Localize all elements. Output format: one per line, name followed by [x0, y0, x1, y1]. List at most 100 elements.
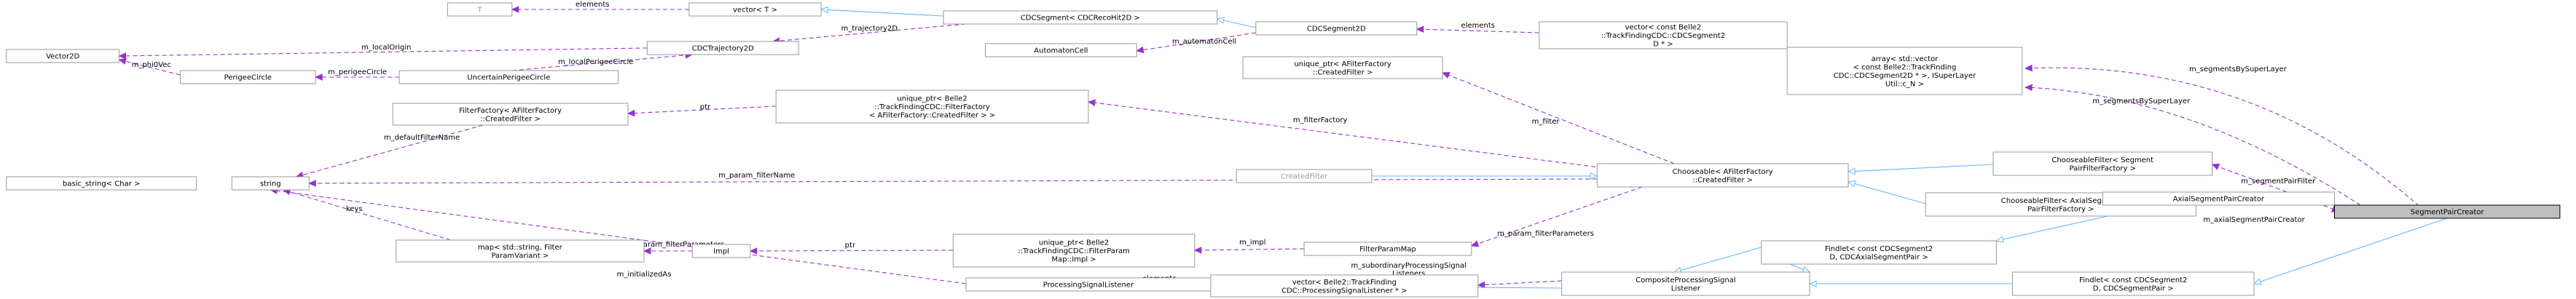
usage-edge-e29: m_impl — [1193, 239, 1305, 254]
node-box — [985, 43, 1137, 57]
edge-line — [119, 47, 648, 57]
node-box — [396, 239, 645, 263]
class-node-vector-const-seg[interactable]: vector< const Belle2::TrackFindingCDC::C… — [1539, 21, 1788, 49]
node-label: PairFilterFactory > — [2070, 164, 2136, 172]
edge-label: m_localOrigin — [361, 44, 411, 52]
node-label: Findlet< const CDCSegment2 — [1825, 245, 1933, 253]
class-node-uncertain-perigee[interactable]: UncertainPerigeeCircle — [398, 70, 619, 84]
arrow-head-icon — [118, 52, 127, 60]
class-node-unique-ptr-filter-factory[interactable]: unique_ptr< Belle2::TrackFindingCDC::Fil… — [775, 89, 1089, 124]
node-label: Map::Impl > — [1051, 256, 1096, 264]
node-box — [943, 10, 1218, 25]
edge-label: m_filterFactory — [1293, 116, 1348, 124]
arrow-head-icon — [643, 247, 651, 255]
edge-line — [2253, 218, 2448, 284]
usage-edge-e10: m_localOrigin — [118, 44, 648, 60]
class-node-vector-t[interactable]: vector< T > — [688, 2, 822, 17]
class-node-findlet-axial[interactable]: Findlet< const CDCSegment2D, CDCAxialSeg… — [1761, 240, 1997, 265]
node-label: array< std::vector — [1872, 55, 1939, 63]
usage-edge-e5: elements — [1415, 22, 1539, 33]
class-node--t[interactable]: T — [447, 2, 513, 17]
node-box — [688, 2, 822, 17]
node-label: CDCSegment2D — [1307, 25, 1366, 33]
edge-label: m_trajectory2D — [841, 25, 898, 33]
class-node-automaton-cell[interactable]: AutomatonCell — [985, 43, 1137, 57]
node-label: < const Belle2::TrackFinding — [1853, 63, 1957, 71]
node-box — [1561, 271, 1810, 296]
node-label: Findlet< const CDCSegment2 — [2079, 276, 2187, 284]
edge-label: ptr — [845, 242, 856, 250]
node-label: PairFilterFactory > — [2027, 205, 2094, 213]
node-label: vector< T > — [733, 7, 777, 15]
class-node-chooseable[interactable]: Chooseable< AFilterFactory::CreatedFilte… — [1596, 163, 1849, 188]
class-node-perigee-circle[interactable]: PerigeeCircle — [180, 70, 316, 84]
class-node-filter-factory[interactable]: FilterFactory< AFilterFactory::CreatedFi… — [392, 103, 629, 126]
class-node-cdc-segment-reco[interactable]: CDCSegment< CDCRecoHit2D > — [943, 10, 1218, 25]
node-label: ::CreatedFilter > — [1692, 176, 1753, 184]
node-label: unique_ptr< AFilterFactory — [1294, 60, 1391, 68]
class-node-cdc-trajectory2-d[interactable]: CDCTrajectory2D — [646, 41, 799, 55]
node-label: CreatedFilter — [1281, 173, 1328, 181]
node-label: string — [260, 180, 281, 188]
arrow-head-icon — [749, 247, 758, 255]
node-box — [691, 244, 751, 258]
edge-line — [1416, 28, 1539, 33]
node-label: ::TrackFindingCDC::FilterParam — [1018, 247, 1130, 255]
node-box — [2334, 204, 2561, 219]
edge-label: m_param_filterParameters — [1497, 230, 1594, 238]
class-node-findlet-segment-pair[interactable]: Findlet< const CDCSegment2D, CDCSegmentP… — [2012, 271, 2255, 296]
edge-line — [296, 124, 484, 178]
edge-line — [270, 189, 967, 284]
edge-label: elements — [1461, 22, 1495, 30]
class-node-vector2-d[interactable]: Vector2D — [6, 49, 120, 63]
class-node-unique-ptr-impl[interactable]: unique_ptr< Belle2::TrackFindingCDC::Fil… — [952, 234, 1195, 268]
arrow-head-icon — [314, 73, 323, 81]
edge-line — [1477, 280, 1562, 286]
class-node-string[interactable]: string — [231, 176, 310, 191]
node-label: Chooseable< AFilterFactory — [1673, 168, 1773, 176]
node-label: ::TrackFindingCDC::CDCSegment2 — [1601, 32, 1725, 40]
edge-line — [511, 54, 693, 71]
usage-edge-e8: m_segmentsBySuperLayer — [2024, 84, 2361, 206]
edge-label: m_segmentsBySuperLayer — [2092, 97, 2191, 105]
node-label: T — [477, 7, 483, 15]
node-label: ::CreatedFilter > — [1313, 68, 1373, 76]
inheritance-edge-e34 — [2253, 218, 2448, 285]
class-node-vector-listener[interactable]: vector< Belle2::TrackFindingCDC::Process… — [1210, 274, 1479, 298]
edge-line — [1848, 164, 1994, 172]
edge-line — [1674, 247, 1762, 273]
arrow-head-icon — [1442, 72, 1450, 79]
node-label: Vector2D — [46, 53, 79, 61]
class-node-created-filter[interactable]: CreatedFilter — [1236, 169, 1373, 183]
usage-edge-e23: m_axialSegmentPairCreator — [2203, 204, 2339, 224]
class-node-filter-param-map[interactable]: FilterParamMap — [1303, 242, 1472, 256]
class-node-basic-string[interactable]: basic_string< Char > — [6, 176, 197, 191]
class-node-unique-ptr-created[interactable]: unique_ptr< AFilterFactory::CreatedFilte… — [1242, 56, 1443, 79]
class-node-cdc-segment2-d[interactable]: CDCSegment2D — [1255, 21, 1418, 36]
class-node-impl[interactable]: Impl — [691, 244, 751, 258]
class-node-array-vector[interactable]: array< std::vector< const Belle2::TrackF… — [1786, 47, 2023, 95]
arrow-head-icon — [1087, 99, 1096, 106]
usage-edge-e25: m_param_filterName — [308, 172, 1598, 187]
arrow-head-icon — [1470, 240, 1480, 247]
node-box — [231, 176, 310, 191]
class-node-segment-pair-creator[interactable]: SegmentPairCreator — [2334, 204, 2561, 219]
edge-line — [283, 189, 451, 241]
arrow-head-icon — [2211, 163, 2220, 170]
arrow-head-icon — [1415, 25, 1424, 33]
inheritance-edge-e33 — [1808, 280, 2013, 287]
class-node-chooseable-segment-pair[interactable]: ChooseableFilter< SegmentPairFilterFacto… — [1992, 151, 2213, 176]
node-label: Listener — [1671, 284, 1701, 292]
usage-edge-e28: ptr — [749, 242, 954, 255]
arrow-head-icon — [2253, 278, 2262, 285]
inheritance-edge-e18 — [1371, 172, 1598, 180]
node-label: FilterFactory< AFilterFactory — [459, 107, 562, 115]
usage-edge-e3: m_trajectory2D — [771, 23, 967, 44]
class-node-axial-segment-pair-creator[interactable]: AxialSegmentPairCreator — [2102, 191, 2335, 206]
edge-label: Listeners — [1392, 270, 1425, 278]
node-label: UncertainPerigeeCircle — [467, 74, 550, 82]
class-node-processing-signal-listener[interactable]: ProcessingSignalListener — [965, 277, 1212, 292]
